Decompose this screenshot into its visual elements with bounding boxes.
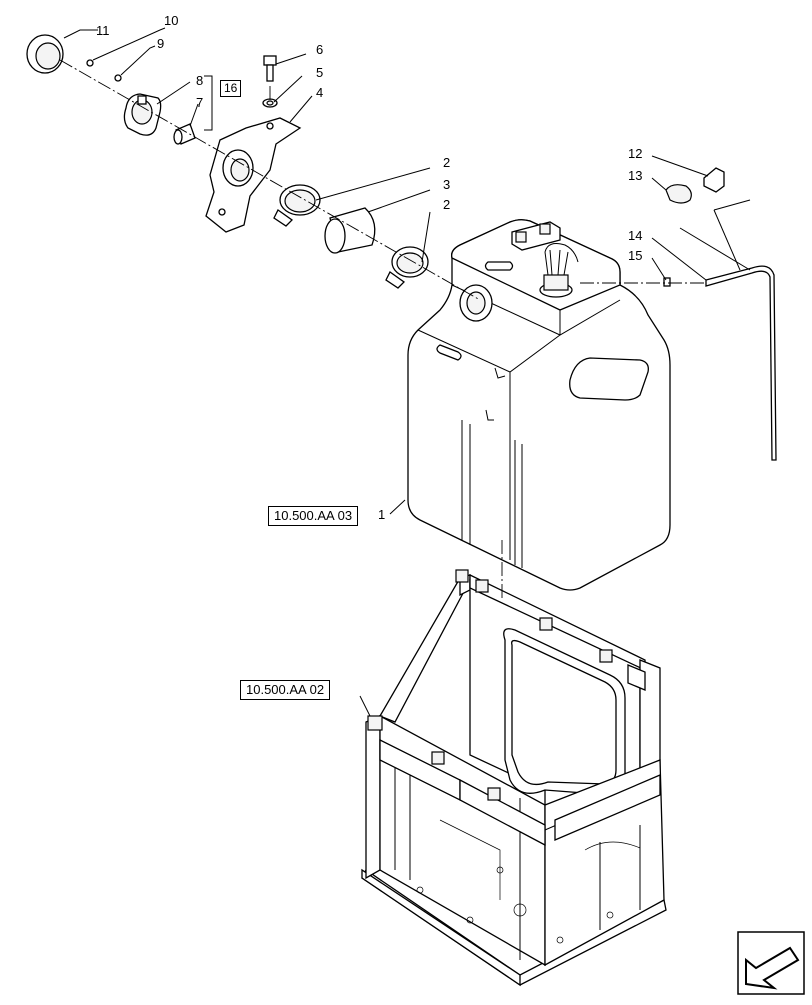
callout-3: 3 (443, 177, 451, 192)
bolt-and-washer (262, 55, 278, 108)
callout-8: 8 (196, 73, 204, 88)
callout-14: 14 (628, 228, 643, 243)
small-screws (86, 59, 122, 82)
leader-lines (59, 27, 751, 717)
hose-clamp-upper (273, 184, 321, 227)
callout-16: 16 (220, 80, 242, 98)
hose (324, 207, 376, 254)
callout-9: 9 (157, 36, 165, 51)
vent-pipe (663, 265, 777, 461)
frame-assembly (361, 569, 667, 987)
callout-11: 11 (96, 23, 110, 38)
callout-7: 7 (196, 95, 204, 110)
filler-housing (123, 93, 162, 136)
fuel-tank (407, 219, 671, 591)
callout-13: 13 (628, 168, 643, 183)
callout-4: 4 (316, 85, 324, 100)
callout-2-upper: 2 (443, 155, 451, 170)
mounting-bracket (205, 117, 302, 233)
callout-6: 6 (316, 42, 324, 57)
fuel-cap (26, 34, 64, 74)
callout-12: 12 (628, 146, 643, 161)
arrow-left-down-icon (737, 931, 805, 995)
callout-2-lower: 2 (443, 197, 451, 212)
frame-reference-link[interactable]: 10.500.AA 02 (240, 680, 331, 701)
callout-5: 5 (316, 65, 324, 80)
callout-1: 1 (378, 507, 386, 522)
hose-clamp-lower (385, 246, 429, 289)
tank-reference-link[interactable]: 10.500.AA 03 (268, 506, 359, 527)
callout-15: 15 (628, 248, 643, 263)
clip (665, 167, 725, 204)
navigation-button[interactable] (738, 932, 804, 994)
callout-10: 10 (164, 13, 179, 28)
